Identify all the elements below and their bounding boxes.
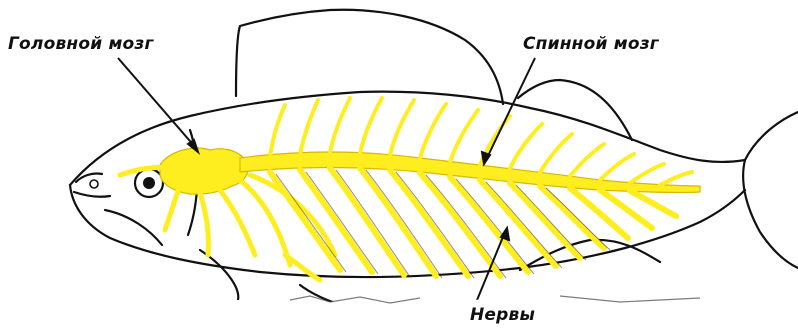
eye-pupil xyxy=(143,177,155,189)
label-spinal-cord: Спинной мозг xyxy=(523,34,659,54)
tail-fin xyxy=(743,112,798,268)
dorsal-fin xyxy=(236,10,503,104)
label-brain: Головной мозг xyxy=(8,34,154,54)
nostril xyxy=(90,180,98,188)
label-nerves: Нервы xyxy=(470,305,535,325)
pectoral-fin xyxy=(200,250,238,300)
